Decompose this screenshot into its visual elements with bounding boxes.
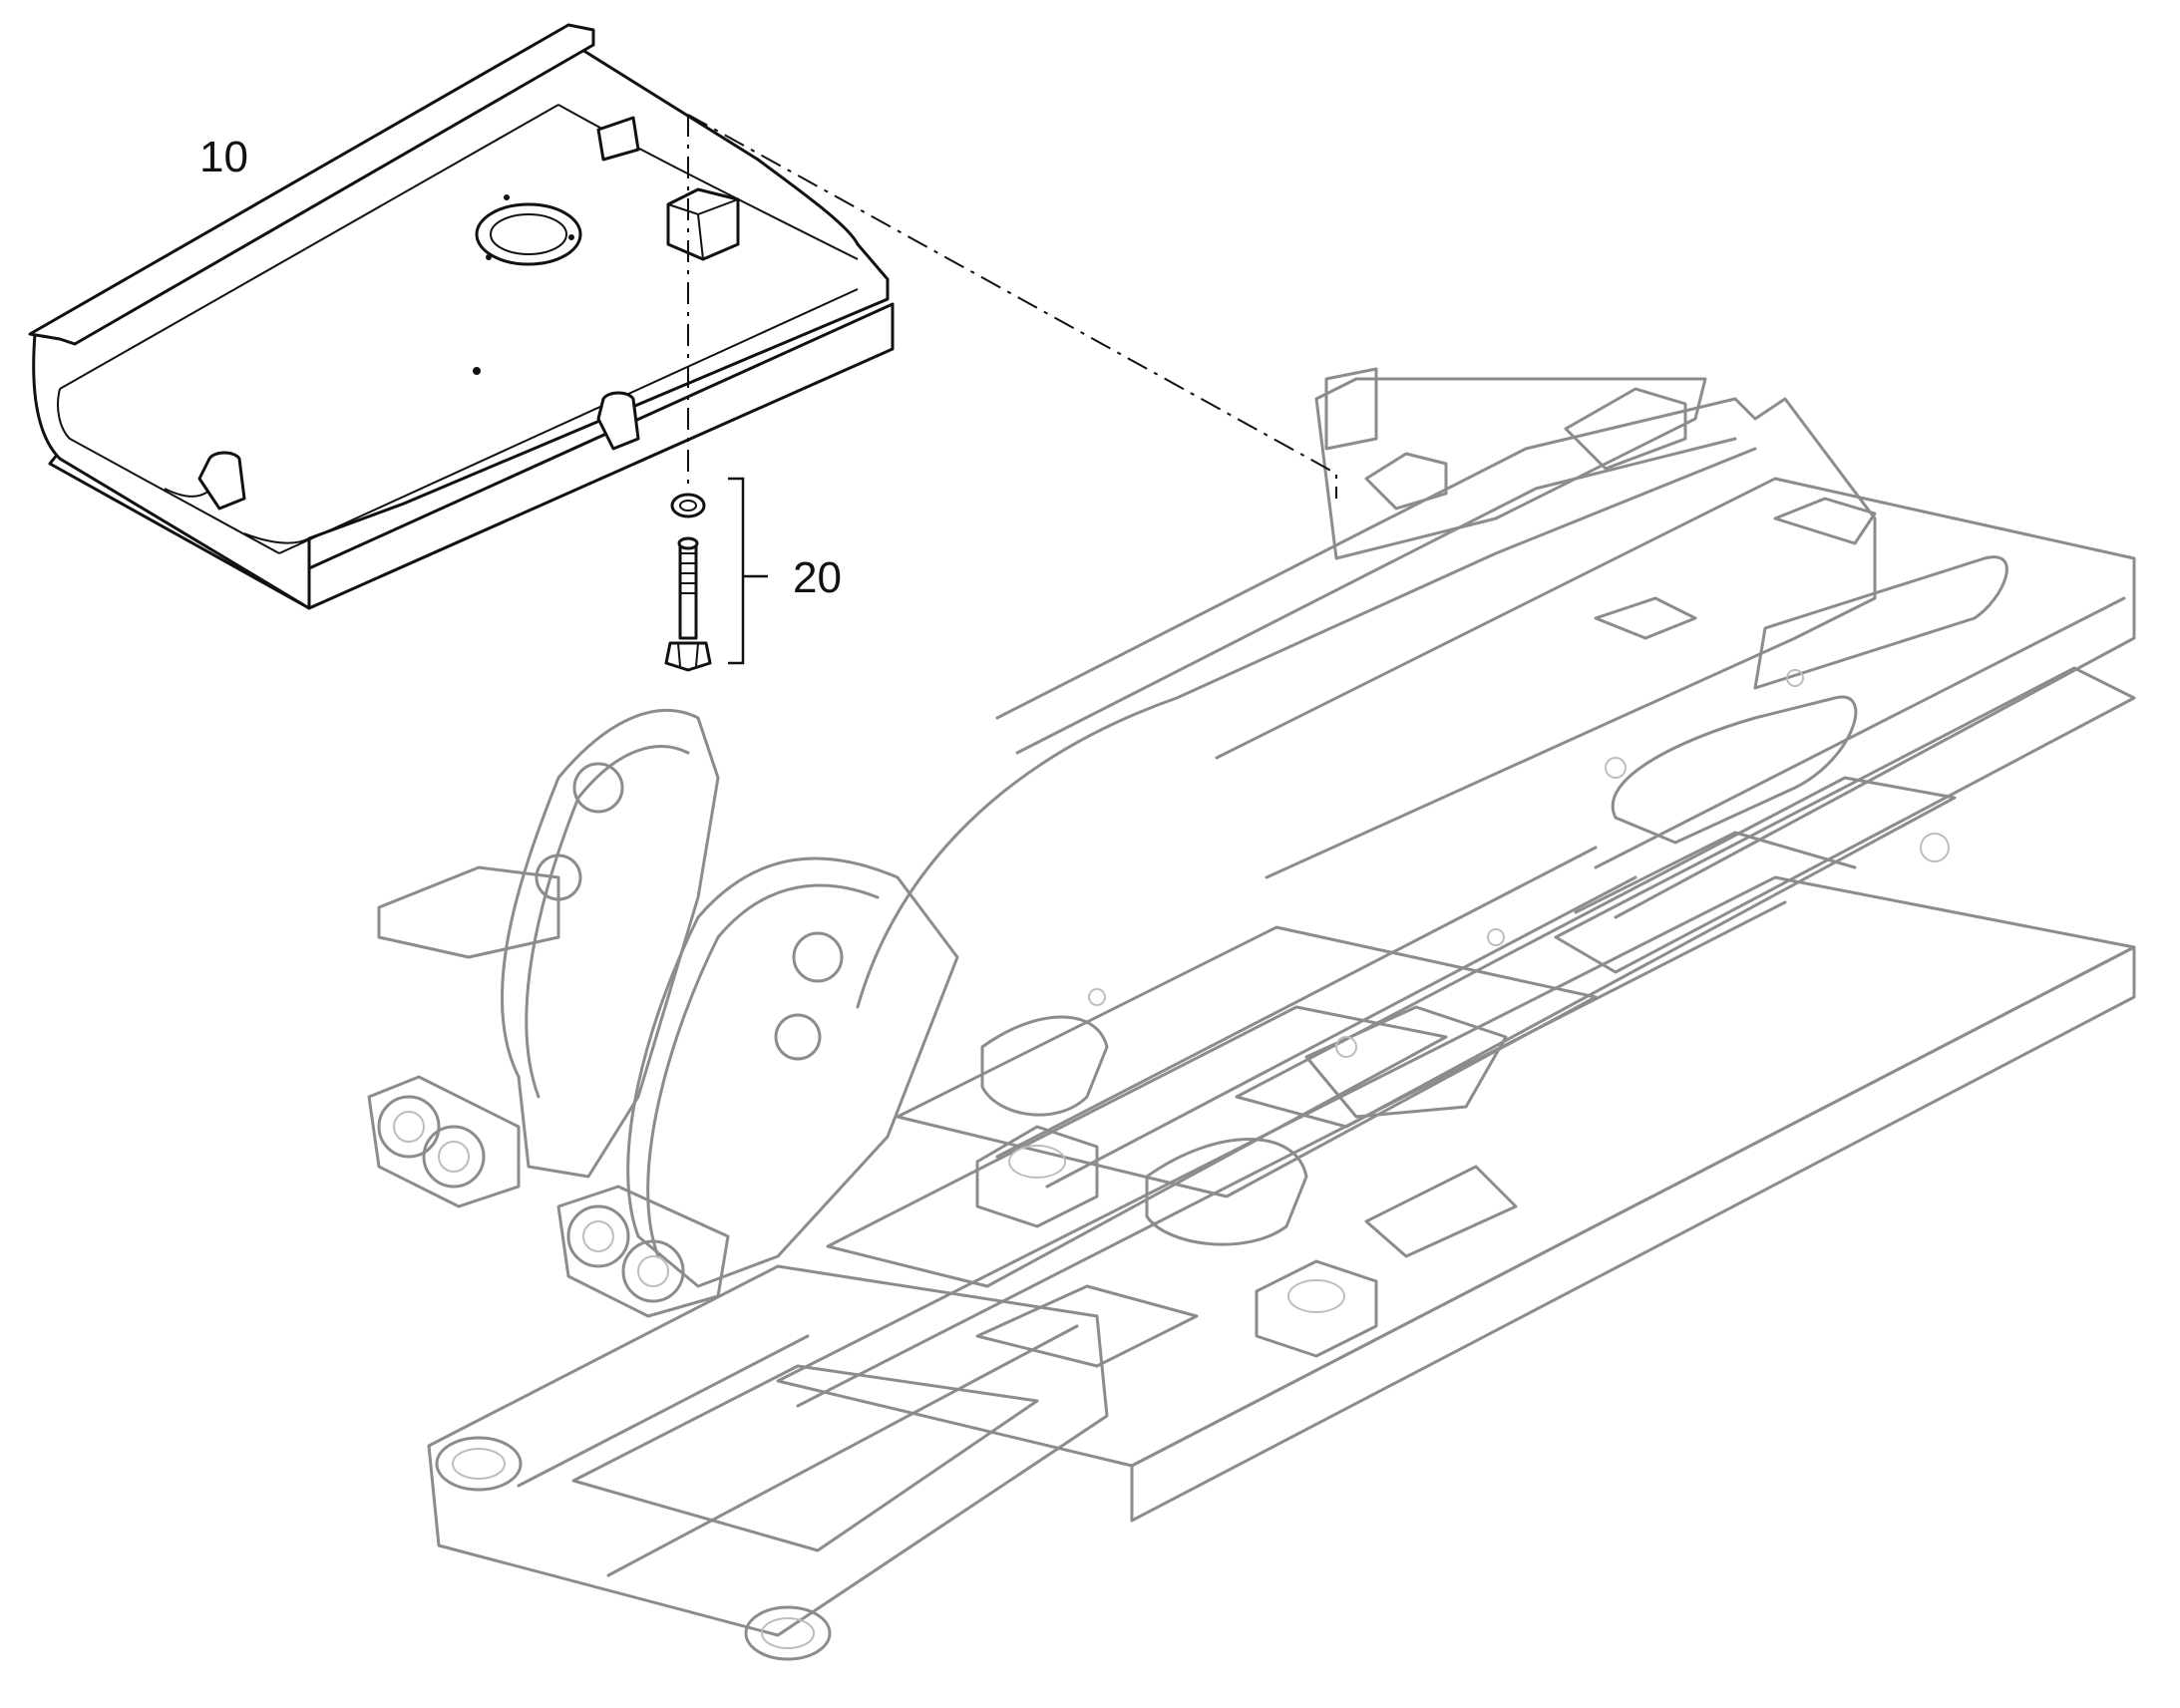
callout-20: 20: [793, 553, 842, 602]
undercarriage-frame: [367, 367, 2136, 1661]
part-20-bolt-washer: [664, 493, 712, 672]
callout-10: 10: [199, 133, 248, 181]
assembly-centerlines: [687, 114, 1337, 665]
part-10-cover-plate: [28, 23, 895, 610]
